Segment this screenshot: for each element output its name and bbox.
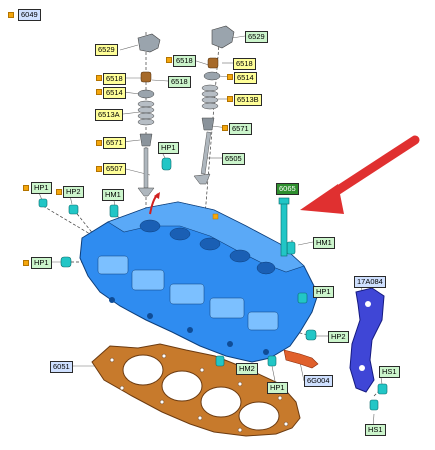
- label-6518-left-b: 6518: [168, 76, 191, 88]
- label-hp1-lower-left: HP1: [31, 257, 52, 269]
- label-6513b: 6513B: [234, 94, 262, 106]
- marker-icon: [222, 125, 228, 131]
- marker-icon: [23, 185, 29, 191]
- label-hp2-right: HP2: [328, 331, 349, 343]
- label-6513a: 6513A: [95, 109, 123, 121]
- marker-icon: [96, 166, 102, 172]
- label-6505: 6505: [222, 153, 245, 165]
- marker-icon: [96, 140, 102, 146]
- head-gasket: [91, 343, 301, 437]
- label-hm2: HM2: [236, 363, 258, 375]
- marker-icon: [227, 74, 233, 80]
- small-red-arrowhead-icon: [154, 192, 160, 199]
- label-hm1-left: HM1: [102, 189, 124, 201]
- label-6571-left: 6571: [103, 137, 126, 149]
- label-hp1-bottom: HP1: [267, 382, 288, 394]
- label-hp2-left: HP2: [63, 186, 84, 198]
- bracket-17a084: [349, 287, 385, 393]
- marker-icon: [212, 213, 219, 220]
- right-valve-stack: [193, 25, 235, 185]
- label-6518-right-a: 6518: [173, 55, 196, 67]
- marker-icon: [227, 96, 233, 102]
- label-6529-right: 6529: [245, 31, 268, 43]
- label-6529-left: 6529: [95, 44, 118, 56]
- label-hp1-right: HP1: [313, 286, 334, 298]
- label-hp1-top: HP1: [158, 142, 179, 154]
- label-17a084: 17A084: [354, 276, 386, 288]
- cylinder-head: [79, 201, 319, 363]
- label-6051: 6051: [50, 361, 73, 373]
- red-arrow-icon: [300, 135, 420, 214]
- marker-icon: [23, 260, 29, 266]
- label-hs1-right: HS1: [379, 366, 400, 378]
- legend-marker-icon: [8, 12, 14, 18]
- label-6514-left: 6514: [103, 87, 126, 99]
- label-6g004: 6G004: [304, 375, 333, 387]
- marker-icon: [56, 189, 62, 195]
- bolts: [38, 157, 388, 411]
- label-hs1-bottom: HS1: [365, 424, 386, 436]
- label-6518-right-b: 6518: [233, 58, 256, 70]
- label-6065: 6065: [276, 183, 299, 195]
- label-6507: 6507: [103, 163, 126, 175]
- left-valve-stack: [137, 33, 161, 197]
- label-6518-left-a: 6518: [103, 73, 126, 85]
- label-hm1-right: HM1: [313, 237, 335, 249]
- marker-icon: [96, 75, 102, 81]
- label-hp1-left: HP1: [31, 182, 52, 194]
- marker-icon: [166, 57, 172, 63]
- marker-icon: [96, 89, 102, 95]
- label-6514-right: 6514: [234, 72, 257, 84]
- label-6571-right: 6571: [229, 123, 252, 135]
- pipe-6g004: [283, 349, 319, 369]
- label-6049: 6049: [18, 9, 41, 21]
